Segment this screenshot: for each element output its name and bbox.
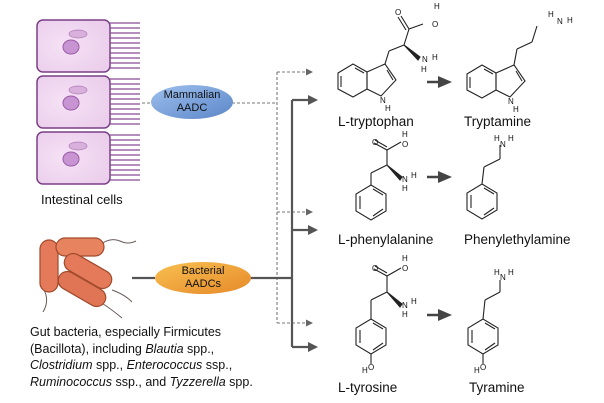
- bacteria-line-1: Gut bacteria, especially Firmicutes: [30, 325, 222, 339]
- atom-o: O: [480, 363, 487, 372]
- atom-o: O: [402, 264, 409, 273]
- intestinal-cell: [36, 19, 140, 73]
- atom-h: H: [385, 104, 391, 113]
- reaction-arrow: [427, 76, 452, 88]
- atom-h: H: [567, 16, 573, 25]
- reaction-arrows: [427, 76, 452, 321]
- intestinal-cells-label: Intestinal cells: [41, 192, 123, 207]
- atom-h: H: [434, 2, 440, 11]
- intestinal-cell: [36, 75, 140, 129]
- atom-n: N: [380, 96, 386, 105]
- bacterial-aadc-line1: Bacterial: [181, 265, 225, 277]
- bacterial-aadc-line2: AADCs: [184, 278, 222, 290]
- atom-h: H: [411, 171, 417, 180]
- atom-n: N: [500, 140, 506, 149]
- mammalian-aadc-line2: AADC: [176, 102, 208, 114]
- substrate-name: L-tyrosine: [338, 380, 398, 395]
- mammalian-aadc-line1: Mammalian: [163, 89, 221, 101]
- atom-o: O: [402, 140, 409, 149]
- product-name: Phenylethylamine: [464, 232, 571, 247]
- atom-h: H: [402, 254, 408, 263]
- atom-h: H: [362, 366, 368, 375]
- bacterial-connectors: [132, 95, 318, 352]
- phenylethylamine-structure: [466, 145, 501, 220]
- atom-n: N: [500, 273, 506, 282]
- product-name: Tyramine: [469, 380, 525, 395]
- atom-n: N: [402, 301, 408, 310]
- atom-h: H: [548, 10, 554, 19]
- atom-n: N: [422, 55, 428, 64]
- atom-h: H: [402, 310, 408, 319]
- atom-h: H: [494, 134, 500, 143]
- atom-h: H: [494, 268, 500, 277]
- atom-n: N: [557, 17, 563, 26]
- atom-h: H: [421, 65, 427, 74]
- intestinal-cell: [36, 131, 140, 185]
- substrate-name: L-phenylalanine: [338, 232, 434, 247]
- atom-o: O: [368, 363, 375, 372]
- bacteria-illustration: [39, 237, 137, 319]
- l-phenylalanine-structure: [355, 139, 403, 221]
- atom-h: H: [402, 130, 408, 139]
- substrate-name: L-tryptophan: [338, 114, 414, 129]
- atom-o: O: [372, 138, 379, 147]
- atom-h: H: [402, 184, 408, 193]
- mammalian-connectors: [142, 68, 313, 327]
- bacterial-aadc-label: Bacterial AADCs: [158, 265, 248, 291]
- atom-h: H: [508, 268, 514, 277]
- product-name: Tryptamine: [464, 114, 532, 129]
- atom-h: H: [432, 53, 438, 62]
- atom-o: O: [432, 20, 439, 29]
- atom-n: N: [508, 97, 514, 106]
- mammalian-aadc-ellipse: [151, 85, 233, 119]
- atom-o: O: [395, 8, 402, 17]
- atom-h: H: [474, 366, 480, 375]
- atom-o: O: [372, 264, 379, 273]
- atom-h: H: [411, 297, 417, 306]
- tryptamine-structure: [466, 25, 538, 99]
- bacteria-line-2: (Bacillota), including Blautia spp.,: [30, 341, 215, 356]
- bacteria-line-4: Ruminococcus ssp., and Tyzzerella spp.: [30, 374, 253, 389]
- l-tryptophan-structure: [337, 15, 424, 98]
- reaction-arrow: [427, 171, 452, 183]
- mammalian-aadc-label: Mammalian AADC: [152, 89, 232, 115]
- reaction-arrow: [427, 309, 452, 321]
- gut-bacteria-description: Gut bacteria, especially Firmicutes (Bac…: [30, 324, 253, 390]
- tyramine-structure: [467, 280, 501, 364]
- bacterial-aadc-ellipse: [155, 262, 251, 294]
- l-tyrosine-structure: [355, 265, 403, 364]
- intestinal-cells-illustration: [36, 19, 140, 185]
- atom-n: N: [402, 175, 408, 184]
- bacteria-line-3: Clostridium spp., Enterococcus ssp.,: [30, 358, 233, 372]
- atom-h: H: [513, 105, 519, 114]
- atom-h: H: [508, 134, 514, 143]
